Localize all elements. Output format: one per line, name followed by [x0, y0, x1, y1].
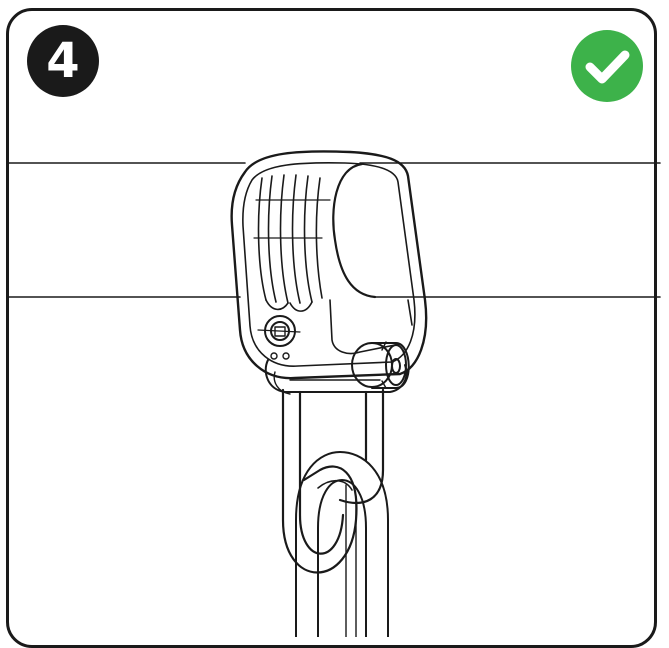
checkmark-icon: [585, 50, 630, 84]
clamp-ribs: [253, 174, 331, 333]
shackle: [281, 388, 385, 574]
step-number-badge: 4: [27, 25, 99, 97]
chain-link: [295, 451, 389, 637]
step-number: 4: [46, 33, 80, 89]
success-check-badge: [571, 30, 643, 102]
bar-tube: [332, 162, 661, 299]
key-cylinder: [351, 341, 410, 389]
clamp-hinge: [329, 299, 413, 355]
clamp-shell: [230, 150, 428, 380]
clamp-bolt: [264, 315, 296, 360]
